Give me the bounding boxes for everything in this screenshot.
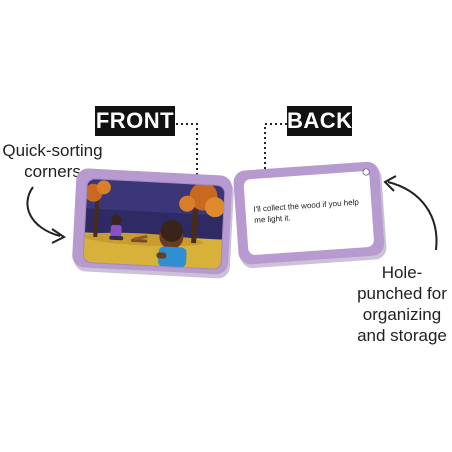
- callout-right-line3: organizing: [362, 305, 442, 324]
- right-arrow-curve: [387, 181, 438, 251]
- front-illustration: [82, 178, 226, 270]
- front-leader-line: [176, 123, 198, 192]
- callout-right-line2: punched for: [357, 284, 447, 303]
- callout-right-line4: and storage: [357, 326, 447, 345]
- callout-quick-sorting: Quick-sorting corners: [0, 140, 105, 182]
- punch-hole: [362, 168, 370, 176]
- back-card: I'll collect the wood if you help me lig…: [233, 161, 387, 269]
- back-tag: BACK: [287, 106, 352, 136]
- callout-right-line1: Hole-: [381, 263, 423, 282]
- left-arrow-head: [51, 228, 66, 244]
- front-tag: FRONT: [95, 106, 175, 136]
- right-arrow-head: [383, 175, 397, 192]
- back-card-frame: [233, 161, 387, 269]
- front-card: [72, 168, 234, 279]
- back-leader-line: [264, 123, 287, 180]
- left-arrow-curve: [26, 186, 61, 237]
- callout-left-line2: corners: [24, 162, 81, 181]
- callout-left-line1: Quick-sorting: [2, 141, 103, 160]
- callout-hole-punched: Hole- punched for organizing and storage: [352, 262, 452, 346]
